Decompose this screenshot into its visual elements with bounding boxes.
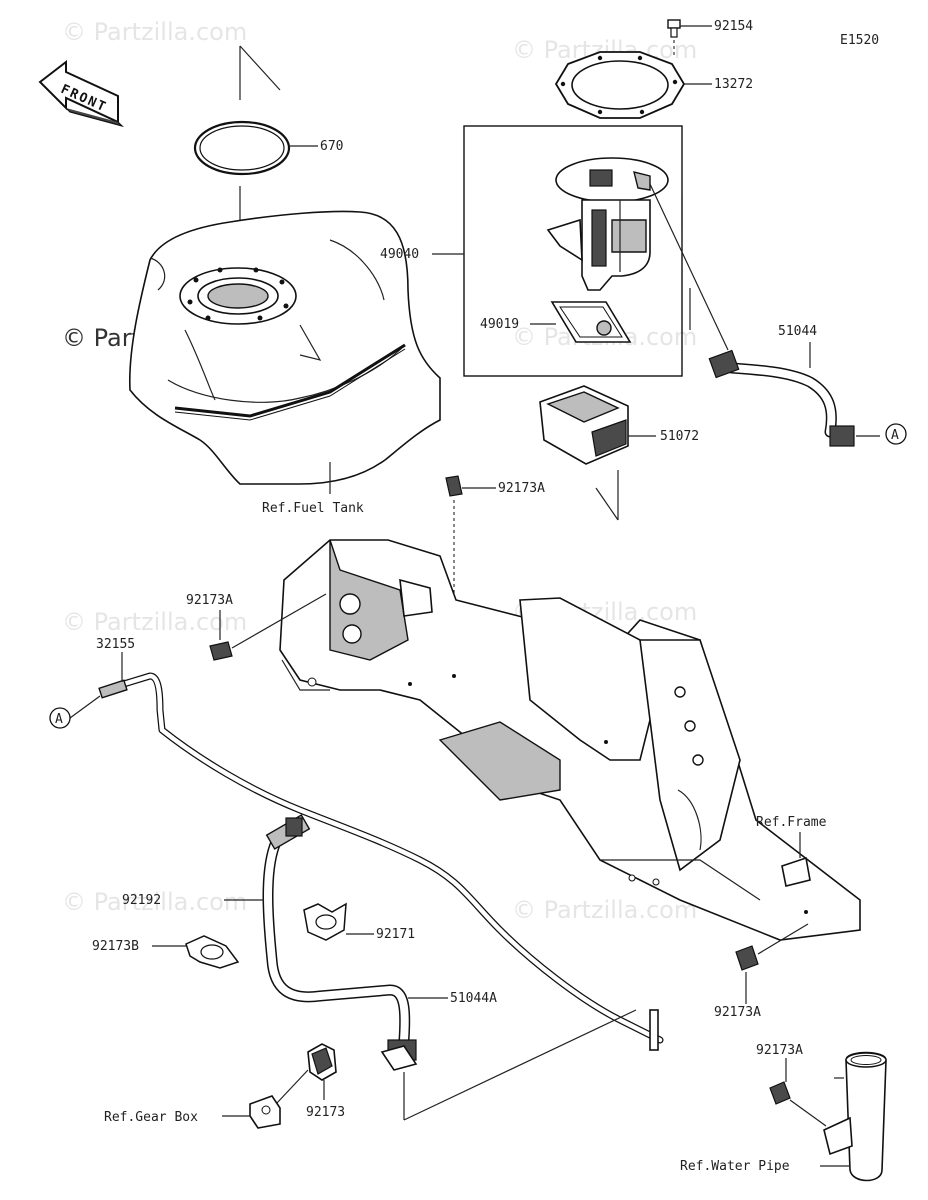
part-label-92173a-left[interactable]: 92173A <box>186 593 233 608</box>
connector-a-marker-right: A <box>885 423 907 445</box>
frame <box>279 539 861 941</box>
watermark: © Partzilla.com <box>62 888 247 916</box>
part-label-670[interactable]: 670 <box>320 139 343 154</box>
watermark: © Partzilla.com <box>62 18 247 46</box>
clip-92173 <box>222 1043 337 1129</box>
ref-water-pipe-label[interactable]: Ref.Water Pipe <box>680 1159 790 1174</box>
part-label-92171[interactable]: 92171 <box>376 927 415 942</box>
ref-frame-label[interactable]: Ref.Frame <box>756 815 827 830</box>
clamp-92173b <box>152 935 240 969</box>
part-label-49040[interactable]: 49040 <box>380 247 419 262</box>
part-label-51044a[interactable]: 51044A <box>450 991 497 1006</box>
part-label-92173a-top[interactable]: 92173A <box>498 481 545 496</box>
watermark: © Partzilla.com <box>512 896 697 924</box>
part-label-92154[interactable]: 92154 <box>714 19 753 34</box>
diagram-code: E1520 <box>840 33 879 48</box>
clip-92173a-right <box>735 923 809 1004</box>
part-label-32155[interactable]: 32155 <box>96 637 135 652</box>
ref-fuel-tank-label[interactable]: Ref.Fuel Tank <box>262 501 364 516</box>
part-label-92173[interactable]: 92173 <box>306 1105 345 1120</box>
fuel-pipe-32155 <box>69 652 664 1051</box>
part-label-49019[interactable]: 49019 <box>480 317 519 332</box>
connector-label: A <box>891 428 899 443</box>
clip-92173a-top <box>445 475 496 670</box>
connector-label: A <box>55 712 63 727</box>
gasket-13272 <box>554 51 712 119</box>
fuel-pump-assembly-49040 <box>432 125 691 377</box>
watermark: © Partzilla.com <box>62 608 247 636</box>
connector-a-marker-left: A <box>49 707 71 729</box>
water-pipe <box>823 1051 887 1182</box>
part-label-92192[interactable]: 92192 <box>122 893 161 908</box>
part-label-51072[interactable]: 51072 <box>660 429 699 444</box>
o-ring-670 <box>193 45 318 220</box>
clamp-92171 <box>303 902 374 941</box>
part-label-51044[interactable]: 51044 <box>778 324 817 339</box>
clip-92173a-bottom <box>769 1058 850 1167</box>
fuel-hose-51044a <box>224 814 637 1121</box>
part-label-92173a-right[interactable]: 92173A <box>714 1005 761 1020</box>
bolt-92154 <box>667 19 712 58</box>
part-label-13272[interactable]: 13272 <box>714 77 753 92</box>
bracket-51072 <box>539 385 656 521</box>
fuel-tank <box>128 210 441 494</box>
clip-92173a-left <box>209 593 327 661</box>
front-arrow-icon: FRONT <box>38 59 125 128</box>
fuel-hose-51044 <box>649 183 880 447</box>
part-label-92173b[interactable]: 92173B <box>92 939 139 954</box>
ref-gear-box-label[interactable]: Ref.Gear Box <box>104 1110 198 1125</box>
part-label-92173a-bottom[interactable]: 92173A <box>756 1043 803 1058</box>
